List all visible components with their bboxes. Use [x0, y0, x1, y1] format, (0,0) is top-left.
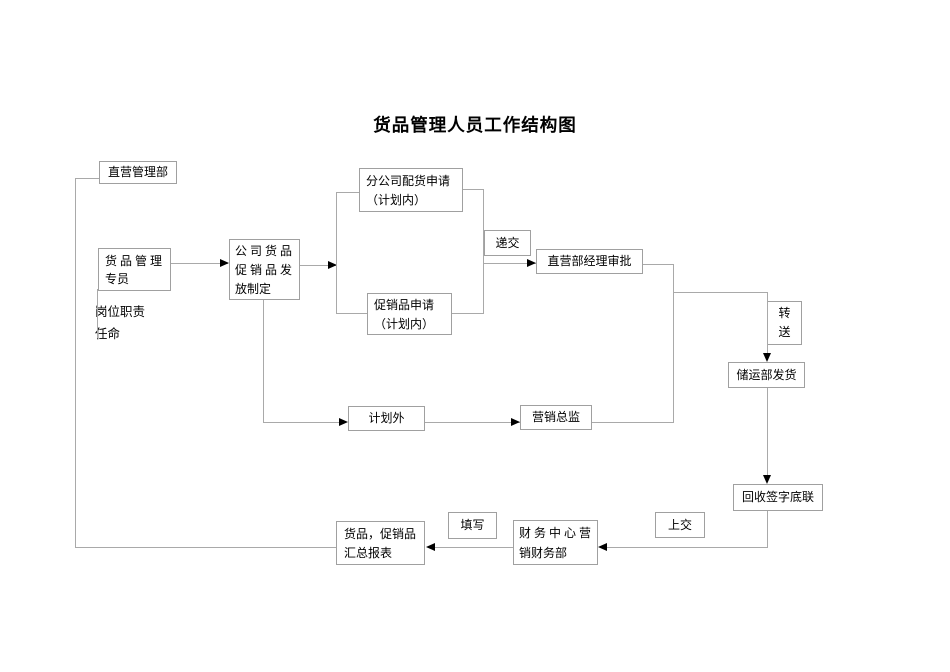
feedback-loop-to-dept: [75, 178, 99, 179]
node-submit-label: 递交: [484, 230, 531, 256]
split-bracket-to-branch-request: [336, 192, 359, 193]
node-goods-promo-plan: 公 司 货 品 促 销 品 发 放制定: [229, 239, 300, 300]
feedback-loop-left-vertical: [75, 178, 76, 548]
connector-receipt-down: [767, 511, 768, 547]
feedback-loop-bottom: [75, 547, 336, 548]
connector-finance-to-report: [430, 547, 513, 548]
node-promo-request: 促销品申请 （计划内）: [367, 293, 452, 335]
arrowhead-into-plan: [220, 259, 229, 267]
split-bracket-left-vertical: [336, 192, 337, 314]
merge-bracket-from-branch-request: [463, 189, 483, 190]
node-fill-in-label: 填写: [448, 512, 497, 539]
annotation-job-duty: 岗位职责: [95, 305, 146, 319]
connector-director-out: [592, 422, 673, 423]
connector-plan-to-split: [300, 265, 337, 266]
connector-submit-to-approval: [483, 263, 536, 264]
node-goods-specialist: 货 品 管 理 专员: [98, 248, 171, 291]
arrowhead-into-unplanned: [339, 418, 348, 426]
connector-transfer-vertical: [767, 292, 768, 354]
node-finance-center: 财 务 中 心 营 销财务部: [513, 520, 598, 565]
node-branch-goods-request: 分公司配货申请 （计划内）: [359, 168, 463, 212]
arrowhead-into-split: [328, 261, 337, 269]
connector-receipt-to-finance: [601, 547, 768, 548]
split-bracket-to-promo-request: [336, 313, 367, 314]
connector-plan-to-unplanned: [263, 422, 341, 423]
node-hand-in-label: 上交: [655, 512, 705, 538]
arrowhead-into-finance: [598, 543, 607, 551]
connector-approval-director-vertical: [673, 264, 674, 423]
connector-specialist-to-plan: [171, 263, 228, 264]
arrowhead-into-approval: [527, 259, 536, 267]
connector-unplanned-to-director: [425, 422, 520, 423]
node-manager-approval: 直营部经理审批: [536, 249, 643, 274]
node-unplanned-label: 计划外: [348, 406, 425, 431]
connector-approval-out: [643, 264, 673, 265]
connector-branch-to-transfer: [673, 292, 767, 293]
merge-bracket-from-promo-request: [452, 313, 483, 314]
node-storage-shipping: 储运部发货: [728, 362, 805, 388]
connector-shipping-to-receipt: [767, 388, 768, 475]
node-signed-receipt: 回收签字底联: [733, 484, 823, 511]
diagram-title: 货品管理人员工作结构图: [373, 115, 577, 135]
merge-bracket-right-vertical: [483, 189, 484, 314]
annotation-appointment: 任命: [95, 327, 121, 341]
node-direct-sales-dept: 直营管理部: [99, 161, 177, 184]
arrowhead-into-receipt: [763, 475, 771, 484]
arrowhead-into-report: [426, 543, 435, 551]
connector-specialist-duty: [97, 289, 98, 338]
arrowhead-into-director: [511, 418, 520, 426]
node-marketing-director: 营销总监: [520, 405, 592, 430]
connector-plan-to-unplanned-vertical: [263, 300, 264, 423]
node-summary-report: 货品，促销品 汇总报表: [336, 521, 425, 565]
node-transfer-label: 转 送: [767, 301, 802, 345]
arrowhead-into-shipping: [763, 353, 771, 362]
